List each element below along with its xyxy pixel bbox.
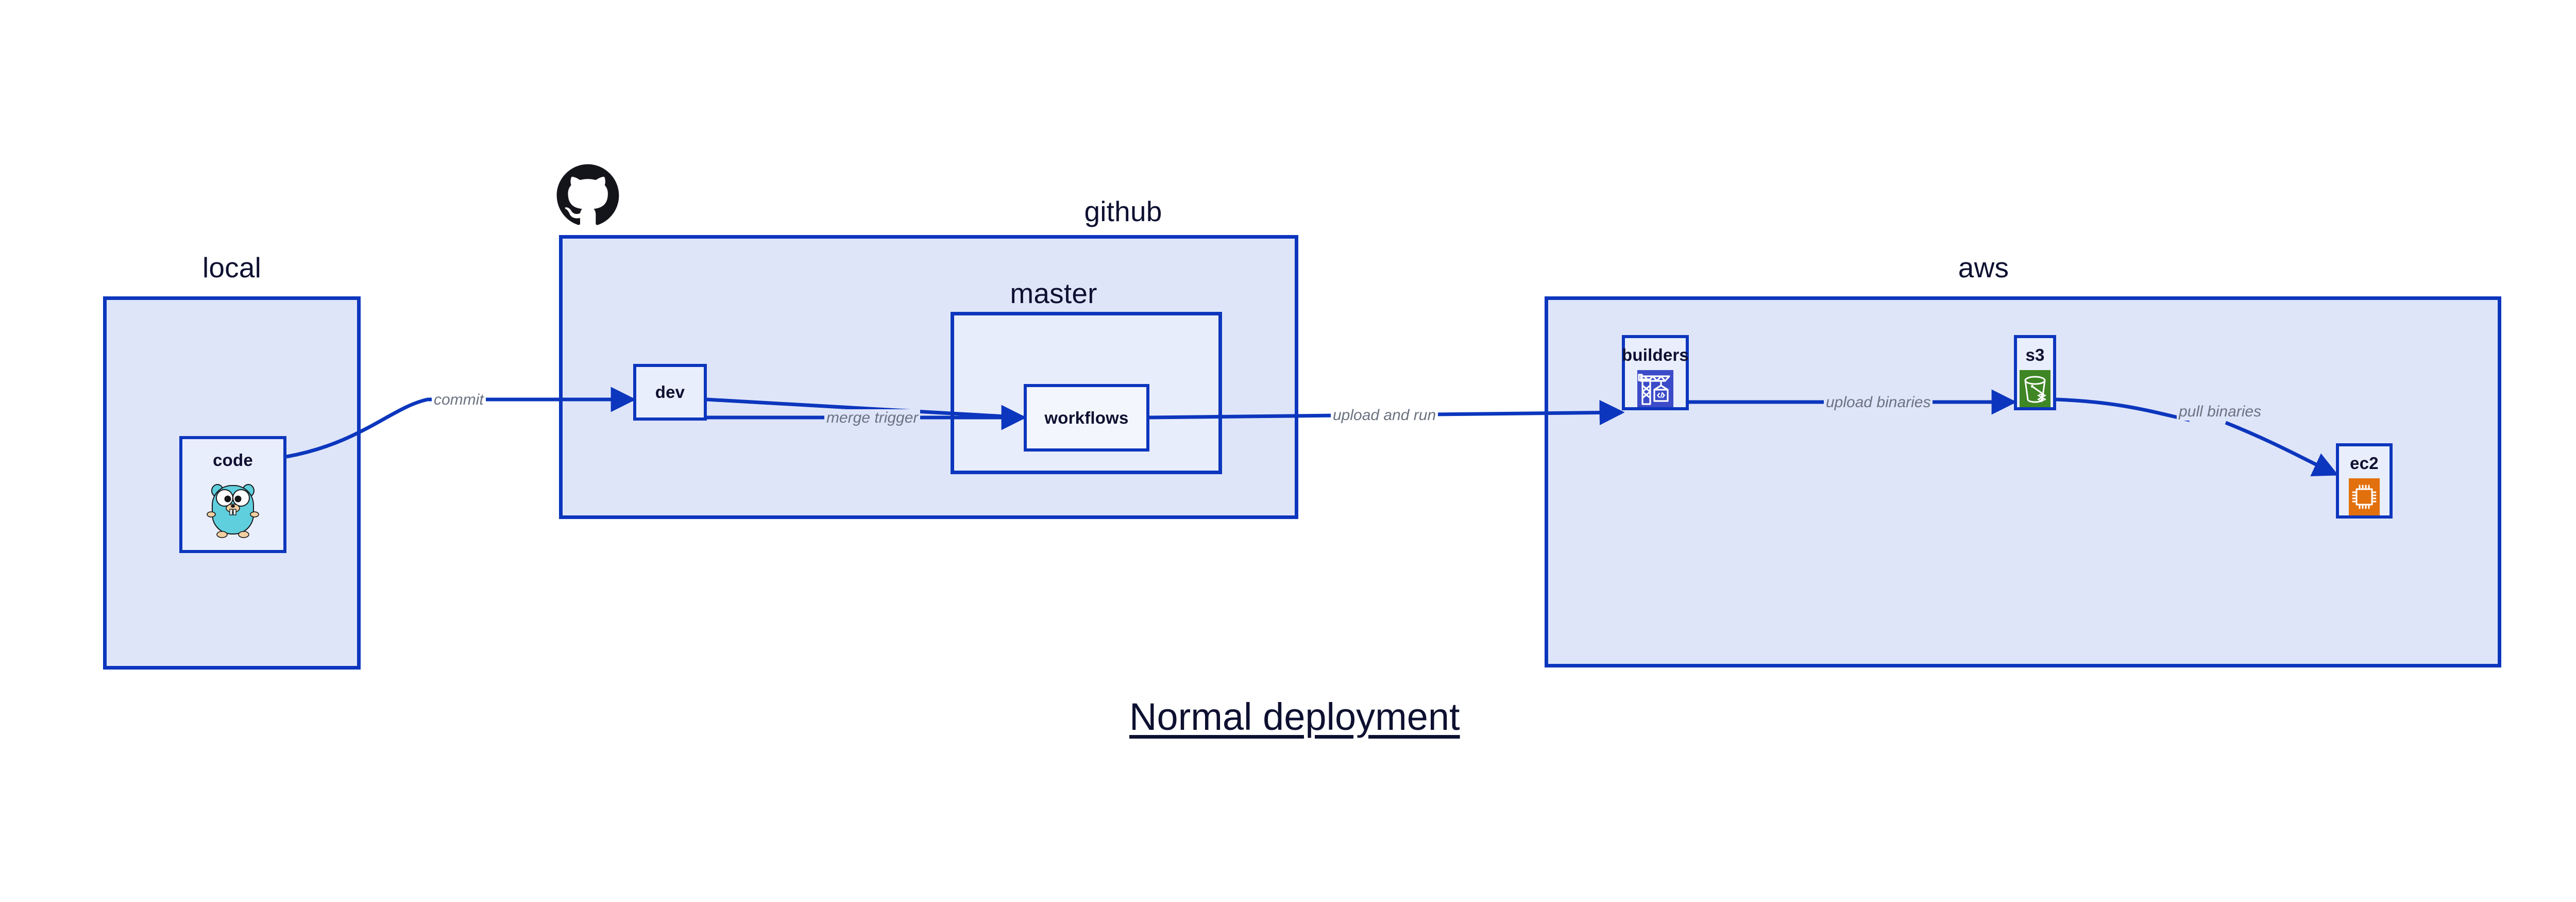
go-gopher-icon <box>206 479 260 543</box>
edge-label-commit: commit <box>432 391 486 409</box>
node-code[interactable]: code <box>179 436 286 553</box>
container-label-aws: aws <box>1958 252 2009 283</box>
container-label-github: github <box>1084 195 1162 227</box>
node-label-workflows: workflows <box>1044 408 1129 427</box>
node-workflows[interactable]: workflows <box>1024 384 1149 452</box>
edge-label-upload-and-run: upload and run <box>1331 407 1438 424</box>
container-label-local: local <box>202 252 262 283</box>
edge-label-pull-binaries: pull binaries <box>2177 403 2264 421</box>
aws-s3-glacier-icon <box>2020 370 2050 410</box>
edge-label-upload-binaries: upload binaries <box>1824 394 1933 411</box>
node-ec2[interactable]: ec2 <box>2336 443 2393 519</box>
diagram-title: Normal deployment <box>1129 695 1460 738</box>
github-octocat-icon <box>555 163 620 228</box>
node-dev[interactable]: dev <box>633 364 707 421</box>
node-label-code: code <box>213 450 253 470</box>
aws-codebuild-icon <box>1637 370 1673 410</box>
node-label-ec2: ec2 <box>2350 454 2379 473</box>
node-s3[interactable]: s3 <box>2014 335 2056 410</box>
node-label-builders: builders <box>1622 345 1689 364</box>
node-label-s3: s3 <box>2025 345 2045 364</box>
node-builders[interactable]: builders <box>1622 335 1689 410</box>
container-label-master: master <box>1010 277 1097 309</box>
node-label-dev: dev <box>655 382 685 402</box>
aws-ec2-icon <box>2349 478 2380 518</box>
edge-label-merge-trigger: merge trigger <box>824 409 921 427</box>
